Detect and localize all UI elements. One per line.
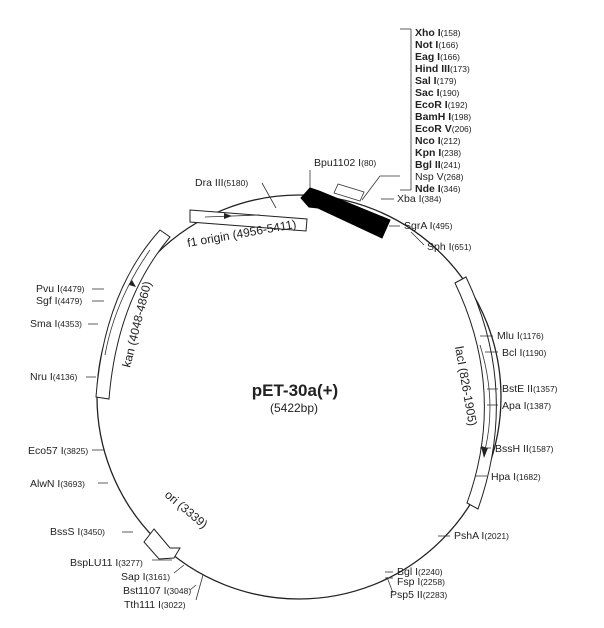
kan-feature [95, 229, 171, 400]
site-mlu-i: Mlu I(1176) [497, 330, 544, 342]
site-bgl-i: Bgl I(2240) [397, 566, 443, 578]
mcs-site-sac-i: Sac I(190) [415, 87, 460, 99]
site-bst1107-i: Bst1107 I(3048) [123, 585, 191, 597]
mcs-site-nde-i: Nde I(346) [415, 183, 461, 195]
site-eco57-i: Eco57 I(3825) [28, 445, 88, 457]
site-psp5-ii: Psp5 II(2283) [390, 589, 447, 601]
ori-label: ori (3339) [162, 488, 210, 532]
site-fsp-i: Fsp I(2258) [397, 576, 445, 588]
mcs-site-ecor-i: EcoR I(192) [415, 99, 468, 111]
site-apa-i: Apa I(1387) [502, 400, 551, 412]
f1-origin-feature [189, 209, 308, 232]
mcs-site-nco-i: Nco I(212) [415, 135, 461, 147]
mcs-site-eag-i: Eag I(166) [415, 51, 460, 63]
mcs-site-sal-i: Sal I(179) [415, 75, 457, 87]
site-bsplu11-i: BspLU11 I(3277) [70, 557, 143, 569]
site-tth111-i: Tth111 I(3022) [124, 599, 186, 611]
site-sma-i: Sma I(4353) [30, 318, 82, 330]
site-nru-i: Nru I(4136) [30, 371, 78, 383]
site-ticks [86, 170, 498, 601]
laci-feature [454, 276, 497, 510]
site-alwn-i: AlwN I(3693) [30, 478, 85, 490]
plasmid-size: (5422bp) [270, 401, 318, 415]
expression-region-arrow [300, 187, 391, 239]
site-psha-i: PshA I(2021) [454, 530, 509, 542]
mcs-site-xho-i: Xho I(158) [415, 27, 461, 39]
plasmid-name: pET-30a(+) [252, 381, 338, 400]
site-sgra-i: SgrA I(495) [404, 220, 453, 232]
mcs-site-ecor-v: EcoR V(206) [415, 123, 472, 135]
mcs-site-bgl-ii: Bgl II(241) [415, 159, 461, 171]
site-labels: Bpu1102 I(80) Xba I(384) SgrA I(495) Sph… [28, 157, 558, 611]
site-bste-ii: BstE II(1357) [502, 383, 558, 395]
mcs-site-hind-iii: Hind III(173) [415, 63, 470, 75]
laci-label: lacI (826-1905) [452, 345, 480, 427]
mcs-site-not-i: Not I(166) [415, 39, 458, 51]
site-sgf-i: Sgf I(4479) [36, 295, 82, 307]
site-pvu-i: Pvu I(4479) [36, 283, 85, 295]
site-bsss-i: BssS I(3450) [50, 526, 105, 538]
site-bpu1102-i: Bpu1102 I(80) [314, 157, 376, 169]
mcs-site-list: Xho I(158) Not I(166) Eag I(166) Hind II… [415, 27, 472, 195]
site-xba-i: Xba I(384) [397, 193, 442, 205]
site-bssh-ii: BssH II(1587) [495, 443, 554, 455]
site-sap-i: Sap I(3161) [121, 571, 170, 583]
site-dra-iii: Dra III(5180) [195, 177, 248, 189]
mcs-bracket [333, 28, 412, 202]
mcs-site-kpn-i: Kpn I(238) [415, 147, 461, 159]
site-bcl-i: Bcl I(1190) [502, 347, 547, 359]
mcs-site-nsp-v: Nsp V(268) [415, 171, 464, 183]
site-hpa-i: Hpa I(1682) [491, 471, 541, 483]
site-sph-i: Sph I(651) [427, 241, 472, 253]
ori-feature [143, 528, 181, 560]
mcs-site-bamh-i: BamH I(198) [415, 111, 471, 123]
